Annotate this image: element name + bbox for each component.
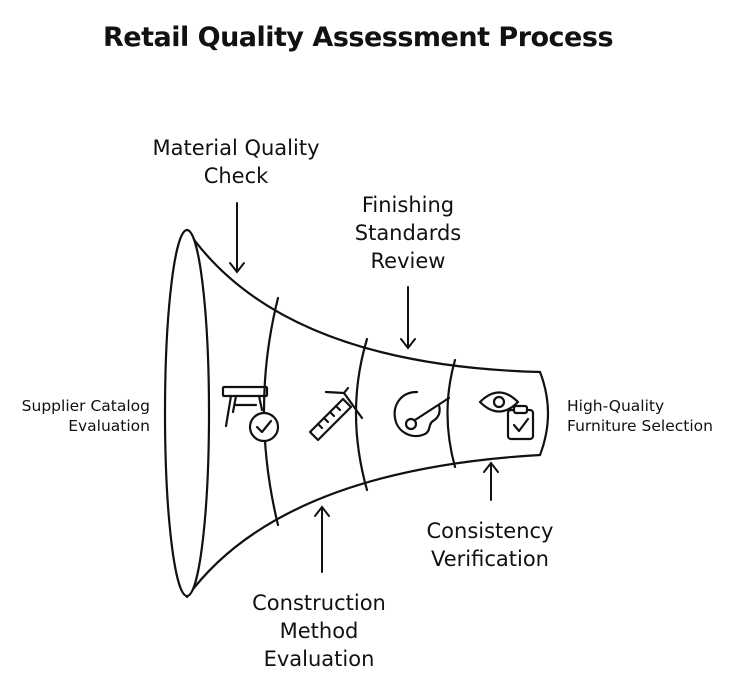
stage-label-construction-method: Construction Method Evaluation (252, 591, 386, 671)
stage-divider-3 (446, 358, 457, 469)
arrow-finishing-standards (400, 286, 416, 350)
input-label: Supplier Catalog Evaluation (21, 397, 150, 435)
eye-clipboard-icon (478, 391, 535, 441)
funnel-mouth (163, 228, 211, 598)
measuring-tools-icon (308, 386, 364, 442)
stage-label-consistency-verification: Consistency Verification (426, 519, 554, 571)
table-check-icon (221, 385, 280, 443)
stage-label-finishing-standards: Finishing Standards Review (354, 193, 462, 273)
arrow-consistency-verification (483, 461, 499, 501)
funnel-upper-edge (185, 228, 542, 374)
output-label: High-Quality Furniture Selection (567, 397, 713, 435)
arrow-material-quality (229, 202, 245, 274)
funnel-lower-edge (185, 453, 542, 599)
arrow-construction-method (314, 505, 330, 573)
funnel-outlet (538, 370, 550, 457)
diagram-title: Retail Quality Assessment Process (102, 22, 614, 53)
stage-divider-2 (354, 337, 369, 492)
stage-label-material-quality: Material Quality Check (152, 136, 320, 188)
stage-divider-1 (262, 296, 280, 527)
paint-palette-icon (393, 390, 451, 438)
